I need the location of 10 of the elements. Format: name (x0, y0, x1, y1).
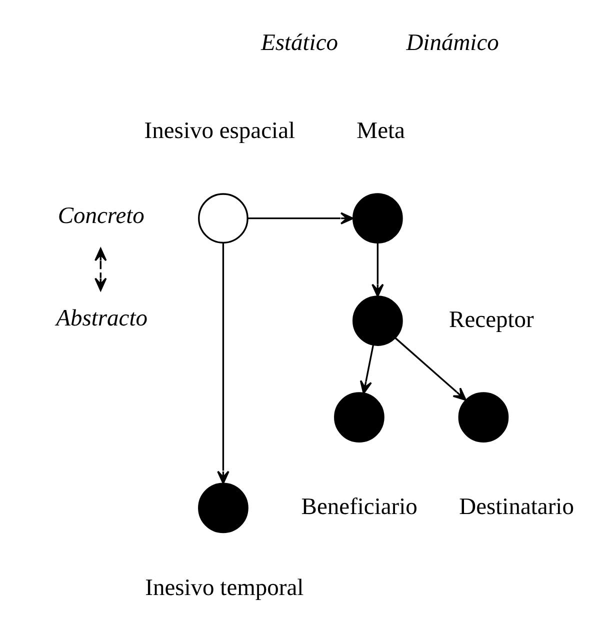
node-text: Concreto (57, 202, 144, 229)
node-label: Receptor (448, 306, 534, 333)
node-label: Inesivo espacial (144, 118, 295, 144)
node-label: Destinatario (458, 494, 574, 520)
label: Dinámico (406, 30, 498, 56)
node-text: Abstracto (56, 305, 148, 332)
node-label: Beneficiario (300, 494, 417, 520)
label: Estático (260, 30, 338, 56)
node-label: Inesivo temporal (144, 574, 304, 601)
node-label: Meta (356, 118, 404, 144)
